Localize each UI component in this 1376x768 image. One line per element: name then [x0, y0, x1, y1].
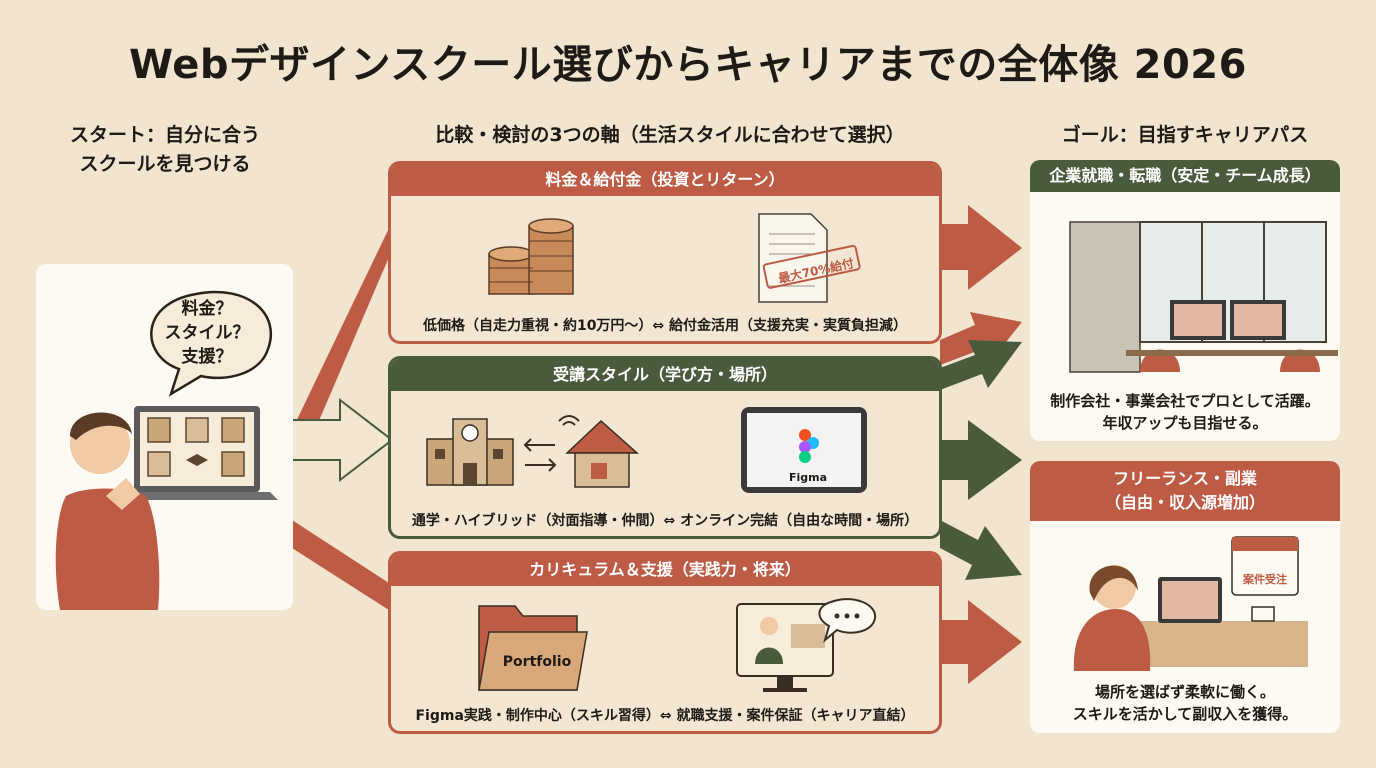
goal-employment: 企業就職・転職（安定・チーム成長） 制作会社・事業会社でプロとして活躍。 年収ア…	[1030, 160, 1340, 441]
goal-employment-caption: 制作会社・事業会社でプロとして活躍。 年収アップも目指せる。	[1030, 390, 1340, 434]
goal-heading: ゴール：目指すキャリアパス	[1061, 124, 1309, 146]
laptop-base	[116, 492, 278, 500]
freelancer-hair	[1089, 565, 1138, 601]
freelancer-body	[1073, 609, 1151, 671]
speech-bubble-shape	[150, 290, 273, 397]
coffee-cup-icon	[1251, 606, 1275, 622]
cafe-table	[1130, 621, 1308, 667]
desk-icon	[221, 451, 245, 477]
start-heading-line1: スタート：自分に合う	[69, 124, 260, 146]
person-body	[55, 488, 160, 610]
monitor-icon	[221, 417, 245, 443]
arrow-start-to-fee	[292, 222, 392, 430]
bubble-line-support: 支援？	[181, 347, 233, 367]
office-illustration	[1069, 221, 1338, 373]
panel-fee-title: 料金＆給付金（投資とリターン）	[391, 164, 939, 196]
office-desk	[1126, 350, 1338, 356]
graduation-cap-icon	[186, 454, 208, 466]
start-card: 料金？ スタイル？ 支援？	[36, 264, 293, 610]
arrow-style-to-middle	[940, 420, 1022, 500]
panel-style-title: 受講スタイル（学び方・場所）	[391, 359, 939, 391]
start-heading: スタート：自分に合う スクールを見つける	[20, 121, 310, 179]
panel-fee: 料金＆給付金（投資とリターン） 最大70%給付 低価格（自走力重視・約10万円〜…	[388, 161, 942, 344]
portfolio-folder-icon	[478, 605, 588, 691]
goal-freelance-title: フリーランス・副業 （自由・収入源増加）	[1030, 461, 1340, 521]
figma-label: Figma	[789, 471, 828, 484]
page-title: Webデザインスクール選びからキャリアまでの全体像 2026	[129, 42, 1247, 88]
office-building	[1069, 221, 1141, 373]
tablet-icon	[741, 407, 867, 493]
panel-fee-illustration	[488, 213, 861, 303]
arrow-curriculum-to-freelance	[940, 600, 1022, 684]
building-icon	[147, 451, 171, 477]
arrow-style-to-freelance	[940, 520, 1022, 580]
chat-bubble-icon	[818, 598, 877, 643]
goal-freelance: フリーランス・副業 （自由・収入源増加） 案件受注 場所を選ばず柔軟に働く。 ス…	[1030, 461, 1340, 733]
start-heading-line2: スクールを見つける	[79, 153, 251, 175]
compare-heading: 比較・検討の3つの軸（生活スタイルに合わせて選択）	[435, 124, 905, 146]
house-icon	[565, 419, 639, 488]
subsidy-stamp	[762, 244, 861, 289]
goal-freelance-caption-line2: スキルを活かして副収入を獲得。	[1072, 705, 1298, 723]
swap-arrows-icon	[523, 438, 557, 472]
arrow-fee-to-freelance	[940, 312, 1022, 365]
start-illustration	[55, 290, 278, 610]
goal-freelance-title-line2: （自由・収入源増加）	[1104, 493, 1265, 512]
school-building-icon	[426, 418, 514, 486]
goal-freelance-caption-line1: 場所を選ばず柔軟に働く。	[1094, 683, 1275, 701]
freelance-illustration	[1073, 536, 1308, 671]
calendar-label: 案件受注	[1243, 573, 1287, 586]
video-mentor-icon	[736, 603, 834, 692]
arrow-fee-to-employment	[940, 205, 1022, 290]
panel-style-caption: 通学・ハイブリッド（対面指導・仲間）⇔ オンライン完結（自由な時間・場所）	[411, 513, 919, 529]
goal-freelance-title-line1: フリーランス・副業	[1113, 469, 1257, 488]
panel-curriculum: カリキュラム＆支援（実践力・将来） Portfolio Figma実践・制作中心…	[388, 551, 942, 734]
bubble-line-style: スタイル？	[164, 323, 250, 343]
person-hand	[106, 478, 140, 510]
coin-stack-icon	[488, 218, 574, 295]
wifi-icon	[558, 415, 580, 426]
panel-style-illustration	[426, 407, 867, 493]
bubble-line-fee: 料金？	[181, 299, 233, 319]
book-icon	[185, 417, 209, 443]
panel-curriculum-title: カリキュラム＆支援（実践力・将来）	[391, 554, 939, 586]
goal-employment-title: 企業就職・転職（安定・チーム成長）	[1030, 160, 1340, 192]
goal-employment-caption-line2: 年収アップも目指せる。	[1102, 414, 1268, 432]
arrow-style-to-employment	[940, 340, 1022, 390]
arrow-start-to-style	[291, 397, 394, 483]
goal-employment-caption-line1: 制作会社・事業会社でプロとして活躍。	[1050, 392, 1320, 410]
panel-fee-caption: 低価格（自走力重視・約10万円〜）⇔ 給付金活用（支援充実・実質負担減）	[422, 318, 908, 334]
thought-bubble: 料金？ スタイル？ 支援？	[152, 297, 262, 369]
panel-curriculum-caption: Figma実践・制作中心（スキル習得）⇔ 就職支援・案件保証（キャリア直結）	[415, 708, 915, 724]
panel-curriculum-illustration	[478, 598, 877, 692]
goal-freelance-caption: 場所を選ばず柔軟に働く。 スキルを活かして副収入を獲得。	[1030, 681, 1340, 725]
arrow-start-to-curriculum	[292, 520, 392, 612]
person-hair	[70, 412, 132, 440]
school-icon	[147, 417, 171, 443]
panel-style: 受講スタイル（学び方・場所）	[388, 356, 942, 539]
portfolio-label: Portfolio	[502, 654, 572, 670]
